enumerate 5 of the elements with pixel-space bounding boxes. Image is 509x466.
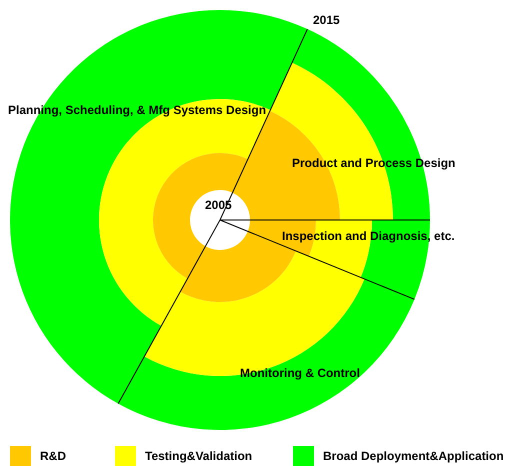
legend-label: Testing&Validation [145, 449, 252, 463]
sector-label: Monitoring & Control [240, 366, 360, 380]
legend-label: Broad Deployment&Application [323, 449, 504, 463]
legend-label: R&D [40, 449, 66, 463]
year-label: 2015 [313, 13, 340, 27]
